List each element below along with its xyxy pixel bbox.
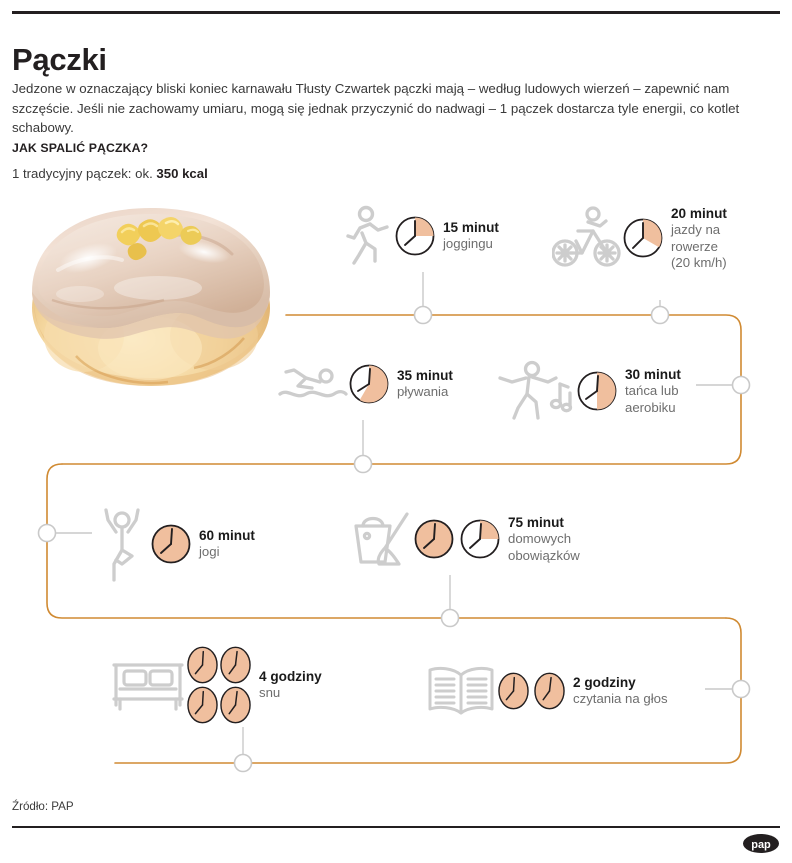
value-yoga: 60 minut bbox=[199, 528, 255, 544]
sublabel-swimming: pływania bbox=[397, 384, 449, 400]
calorie-prefix: 1 tradycyjny pączek: ok. bbox=[12, 166, 157, 181]
yoga-icon bbox=[104, 508, 140, 582]
value-cycling: 20 minut bbox=[671, 206, 727, 221]
clock-group-jogging bbox=[394, 215, 436, 257]
labels-sleep: 4 godziny snu bbox=[259, 668, 322, 702]
section-kicker: JAK SPALIĆ PĄCZKA? bbox=[12, 141, 149, 155]
node-jogging bbox=[413, 305, 433, 325]
node-sleep bbox=[233, 753, 253, 773]
clock-group-chores bbox=[413, 518, 501, 560]
node-dancing bbox=[731, 375, 751, 395]
calorie-value: 350 kcal bbox=[156, 166, 208, 181]
path-segment-3 bbox=[46, 463, 63, 534]
clock-group-swimming bbox=[348, 363, 390, 405]
pap-logo: pap bbox=[743, 834, 779, 853]
item-reading: 2 godziny czytania na głos bbox=[425, 663, 668, 719]
page-title: Pączki bbox=[12, 41, 107, 77]
clock-icon bbox=[623, 218, 663, 258]
labels-cycling: 20 minut jazdy na rowerze (20 km/h) bbox=[671, 205, 727, 272]
clock-icon bbox=[187, 686, 218, 724]
value-reading: 2 godziny bbox=[573, 675, 636, 691]
labels-reading: 2 godziny czytania na głos bbox=[573, 674, 668, 708]
clock-icon bbox=[414, 519, 454, 559]
item-chores: 75 minut domowych obowiązków bbox=[351, 508, 580, 570]
bed-icon bbox=[112, 663, 184, 711]
value-swimming: 35 minut bbox=[397, 368, 453, 384]
clock-icon bbox=[220, 646, 251, 684]
sublabel-dancing: tańca lub aerobiku bbox=[625, 383, 679, 415]
calorie-line: 1 tradycyjny pączek: ok. 350 kcal bbox=[12, 166, 208, 181]
clock-group-sleep bbox=[186, 645, 252, 725]
clock-group-cycling bbox=[622, 217, 664, 259]
item-swimming: 35 minut pływania bbox=[276, 362, 453, 406]
clock-icon bbox=[534, 672, 565, 710]
sublabel-sleep: snu bbox=[259, 685, 281, 701]
clock-icon bbox=[498, 672, 529, 710]
clock-group-dancing bbox=[576, 370, 618, 412]
sublabel-chores: domowych obowiązków bbox=[508, 531, 580, 563]
bottom-rule bbox=[12, 826, 780, 828]
clock-icon bbox=[349, 364, 389, 404]
node-chores bbox=[440, 608, 460, 628]
paczek-photo bbox=[18, 196, 284, 392]
item-yoga: 60 minut jogi bbox=[98, 506, 255, 582]
item-dancing: 30 minut tańca lub aerobiku bbox=[496, 360, 681, 422]
value-chores: 75 minut bbox=[508, 515, 564, 530]
sublabel-cycling: jazdy na rowerze (20 km/h) bbox=[671, 222, 727, 270]
running-icon bbox=[346, 205, 389, 265]
clock-icon bbox=[395, 216, 435, 256]
labels-jogging: 15 minut joggingu bbox=[443, 219, 499, 253]
clock-icon bbox=[220, 686, 251, 724]
cycling-icon bbox=[552, 206, 621, 267]
clock-icon bbox=[187, 646, 218, 684]
svg-text:pap: pap bbox=[751, 839, 771, 851]
clock-group-yoga bbox=[150, 523, 192, 565]
source-note: Źródło: PAP bbox=[12, 800, 74, 813]
value-jogging: 15 minut bbox=[443, 220, 499, 236]
item-cycling: 20 minut jazdy na rowerze (20 km/h) bbox=[552, 205, 727, 272]
sublabel-jogging: joggingu bbox=[443, 236, 493, 252]
sublabel-reading: czytania na głos bbox=[573, 691, 668, 707]
node-yoga bbox=[37, 523, 57, 543]
dancing-icon bbox=[498, 360, 573, 420]
clock-icon bbox=[577, 371, 617, 411]
intro-paragraph: Jedzone w oznaczający bliski koniec karn… bbox=[12, 81, 740, 136]
sublabel-yoga: jogi bbox=[199, 544, 220, 560]
clock-icon bbox=[460, 519, 500, 559]
path-segment-5 bbox=[725, 617, 742, 690]
clock-icon bbox=[151, 524, 191, 564]
node-cycling bbox=[650, 305, 670, 325]
labels-swimming: 35 minut pływania bbox=[397, 367, 453, 401]
value-sleep: 4 godziny bbox=[259, 669, 322, 685]
labels-dancing: 30 minut tańca lub aerobiku bbox=[625, 366, 681, 416]
candied-orange-bits bbox=[116, 216, 202, 261]
item-jogging: 15 minut joggingu bbox=[342, 205, 499, 267]
open-book-icon bbox=[428, 666, 494, 715]
labels-chores: 75 minut domowych obowiązków bbox=[508, 514, 580, 564]
labels-yoga: 60 minut jogi bbox=[199, 527, 255, 561]
mop-bucket-icon bbox=[354, 512, 409, 566]
value-dancing: 30 minut bbox=[625, 367, 681, 382]
node-swimming bbox=[353, 454, 373, 474]
paczek-illustration bbox=[32, 208, 270, 386]
node-reading bbox=[731, 679, 751, 699]
clock-group-reading bbox=[497, 671, 566, 711]
item-sleep: 4 godziny snu bbox=[110, 645, 322, 725]
top-rule bbox=[12, 11, 780, 14]
swimming-icon bbox=[278, 368, 348, 398]
